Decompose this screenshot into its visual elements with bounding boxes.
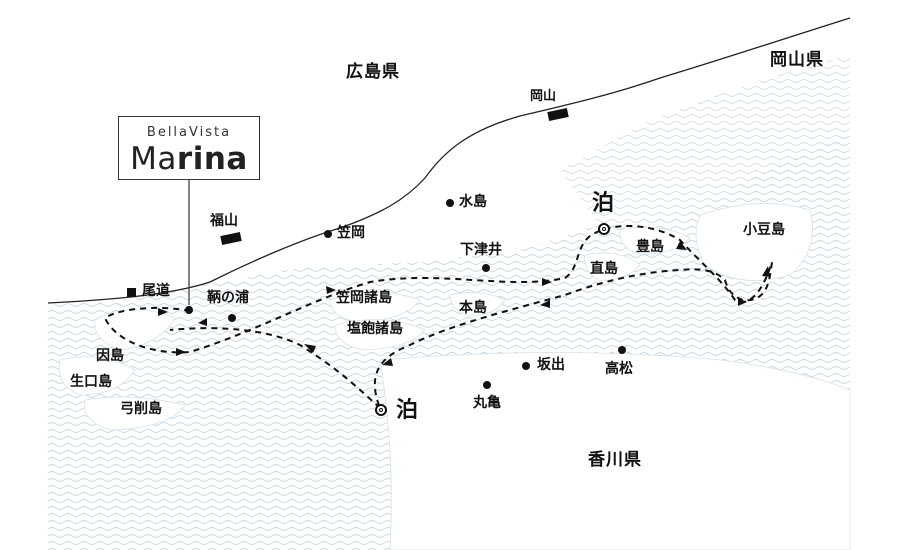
marina-location-dot xyxy=(185,306,193,314)
prefecture-kagawa: 香川県 xyxy=(588,450,642,470)
shimotsui-dot xyxy=(482,264,490,272)
place-shimotsui: 下津井 xyxy=(460,242,502,258)
route-segment-return-leg xyxy=(169,327,381,409)
route-arrow xyxy=(176,348,186,356)
overnight-north-marker xyxy=(598,223,610,235)
route-arrow xyxy=(326,286,336,294)
takamatsu-dot xyxy=(618,346,626,354)
prefecture-okayama: 岡山県 xyxy=(770,50,824,70)
route-arrow xyxy=(738,298,747,306)
kasaoka-dot xyxy=(324,230,332,238)
place-honjima: 本島 xyxy=(459,300,487,316)
place-yugeshima: 弓削島 xyxy=(120,401,162,417)
sakaide-dot xyxy=(522,362,530,370)
cruise-route xyxy=(103,225,773,409)
route-arrow xyxy=(304,344,316,353)
route-arrow xyxy=(676,241,687,250)
islands xyxy=(58,203,851,550)
station-okayama: 岡山 xyxy=(530,89,557,104)
place-ikuchijima: 生口島 xyxy=(70,374,112,390)
place-shodoshima: 小豆島 xyxy=(743,222,785,238)
place-takamatsu: 高松 xyxy=(605,361,633,377)
route-arrow xyxy=(762,266,770,277)
overnight-north-label: 泊 xyxy=(592,191,615,216)
place-teshima: 豊島 xyxy=(636,239,664,255)
place-onomichi: 尾道 xyxy=(142,283,170,299)
marugame-dot xyxy=(483,381,491,389)
route-arrow xyxy=(382,358,393,366)
place-kasaoka-islands: 笠岡諸島 xyxy=(336,290,392,306)
bellavista-marina-logo: BellaVista Marina xyxy=(118,116,260,180)
sea-area-north xyxy=(560,55,850,225)
mizushima-dot xyxy=(446,199,454,207)
place-kasaoka: 笠岡 xyxy=(337,225,365,241)
coastline xyxy=(47,17,851,304)
route-arrows xyxy=(158,241,770,366)
logo-main-regular: Ma xyxy=(130,141,177,177)
onomichi-marker xyxy=(127,288,136,297)
route-arrow xyxy=(540,300,550,308)
route-segment-west-loop xyxy=(103,277,566,354)
place-tomonoura: 鞆の浦 xyxy=(207,290,249,306)
route-arrow xyxy=(542,278,552,286)
logo-main-bold: rina xyxy=(176,141,248,177)
place-shiwaku-islands: 塩飽諸島 xyxy=(347,321,403,337)
route-arrow xyxy=(198,318,207,326)
route-segment-north-leg xyxy=(373,225,773,409)
route-arrow xyxy=(158,308,168,316)
place-mizushima: 水島 xyxy=(459,194,487,210)
logo-main-text: Marina xyxy=(119,141,259,177)
place-marugame: 丸亀 xyxy=(473,395,501,411)
place-naoshima: 直島 xyxy=(590,261,618,277)
overnight-south-label: 泊 xyxy=(396,398,419,423)
tomonoura-dot xyxy=(228,314,236,322)
overnight-south-marker xyxy=(375,404,387,416)
logo-top-text: BellaVista xyxy=(146,125,232,140)
place-innoshima: 因島 xyxy=(96,348,124,364)
prefecture-hiroshima: 広島県 xyxy=(346,62,400,82)
station-fukuyama: 福山 xyxy=(210,213,238,229)
place-sakaide: 坂出 xyxy=(537,357,565,373)
